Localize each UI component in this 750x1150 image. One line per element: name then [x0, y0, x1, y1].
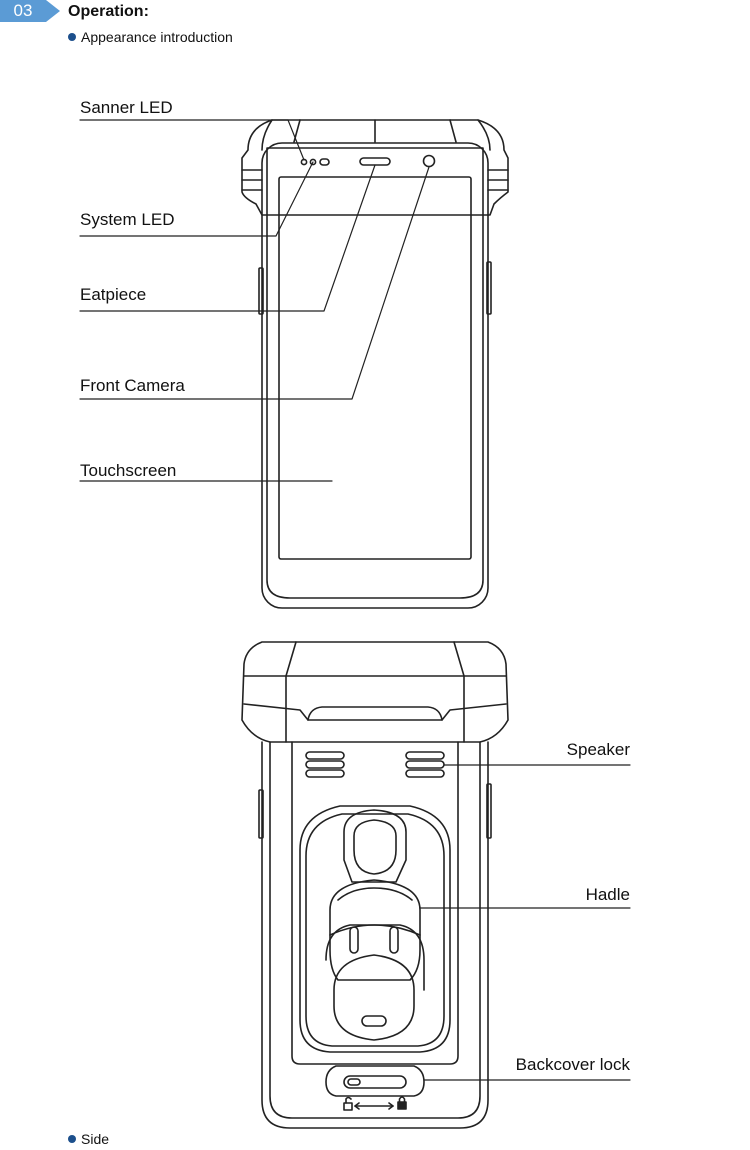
label-handle: Hadle: [585, 885, 630, 904]
front-callout-lines: [79, 119, 430, 482]
label-touchscreen: Touchscreen: [80, 461, 177, 480]
section-title: Operation:: [68, 3, 149, 20]
badge-arrow-shape: [0, 0, 60, 22]
side-bullet: Side: [68, 1130, 109, 1148]
section-number: 03: [13, 1, 33, 20]
back-view-device: [241, 641, 509, 1129]
front-view-device: [241, 119, 509, 609]
bullet-dot-icon: [68, 1135, 76, 1143]
subtitle-text: Appearance introduction: [81, 29, 233, 45]
side-bullet-text: Side: [81, 1131, 110, 1147]
label-scanner-led: Sanner LED: [80, 98, 173, 117]
bullet-dot-icon: [68, 33, 76, 41]
label-backcover-lock: Backcover lock: [515, 1055, 630, 1074]
label-front-camera: Front Camera: [80, 376, 185, 395]
label-speaker: Speaker: [566, 740, 630, 759]
label-system-led: System LED: [80, 210, 175, 229]
back-callout-lines: [419, 764, 631, 1081]
subtitle-bullet: Appearance introduction: [68, 28, 233, 46]
label-earpiece: Eatpiece: [80, 285, 147, 304]
section-number-badge: 03: [0, 0, 62, 22]
